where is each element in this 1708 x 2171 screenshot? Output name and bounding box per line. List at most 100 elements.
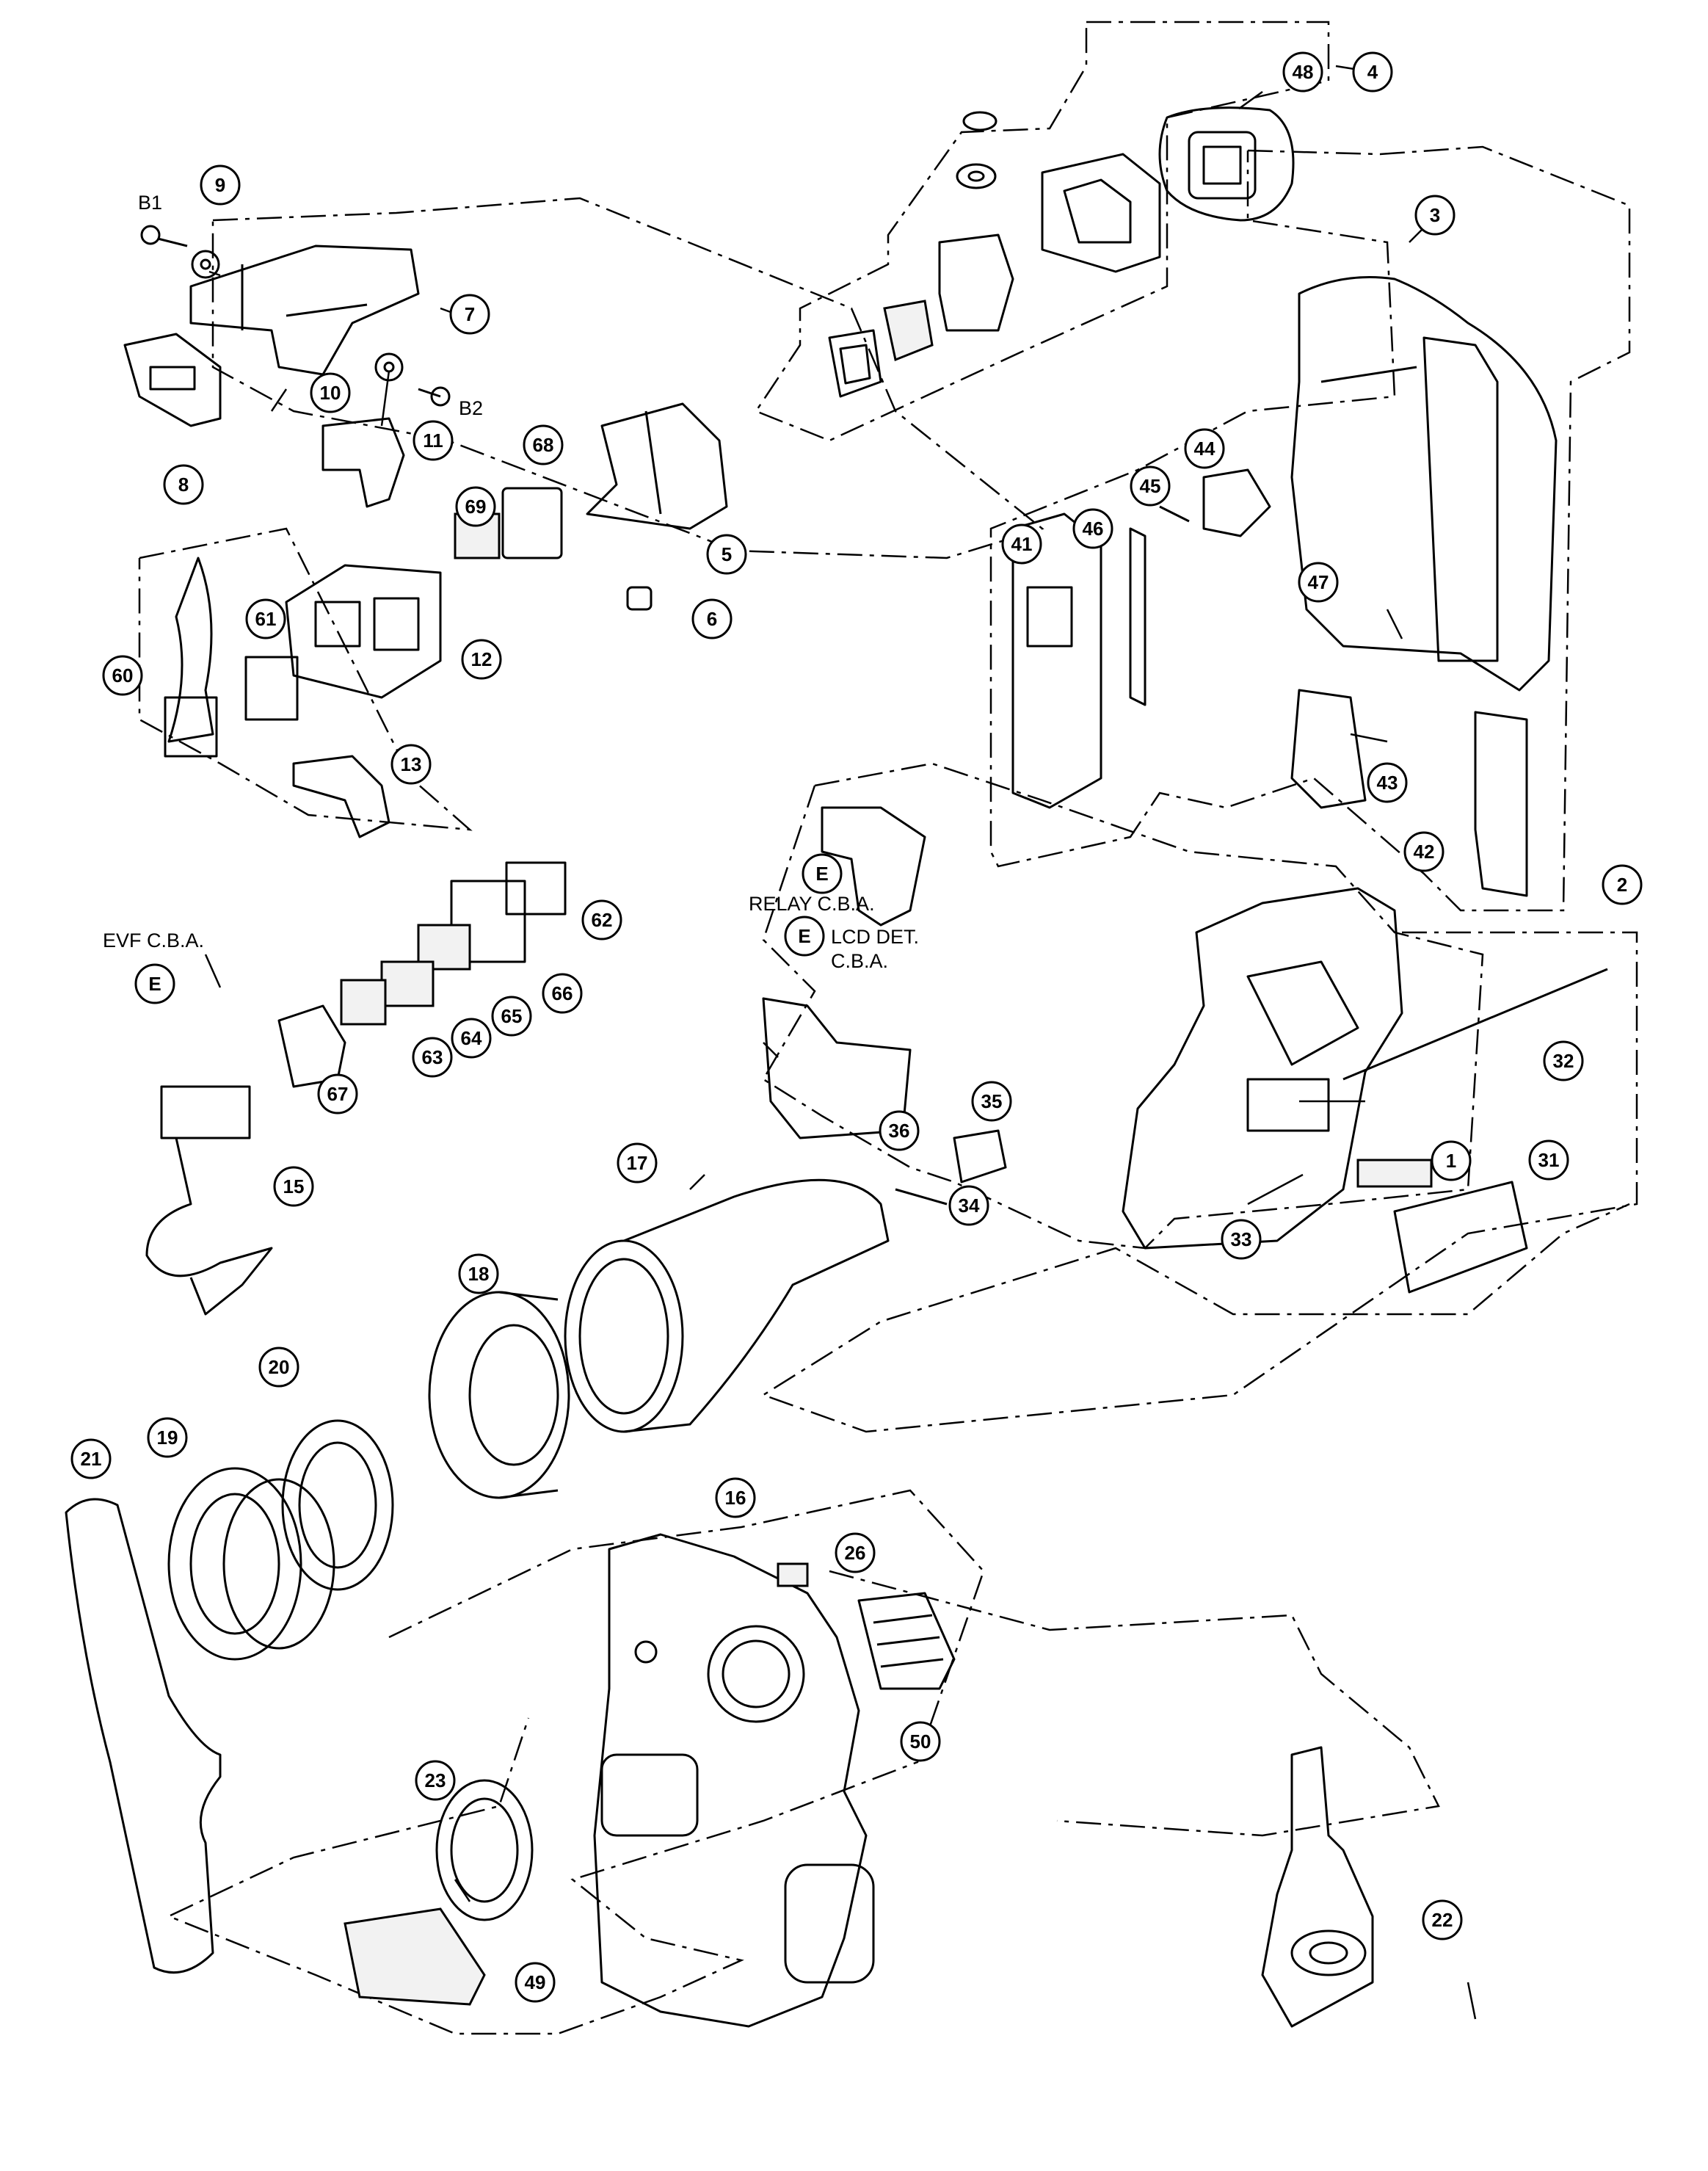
svg-text:48: 48 — [1293, 61, 1314, 83]
evf-spring-washer — [956, 111, 997, 189]
svg-text:23: 23 — [425, 1769, 446, 1791]
evf-board — [145, 1085, 273, 1316]
filter-stack — [277, 861, 567, 1088]
svg-text:36: 36 — [889, 1120, 910, 1142]
callout-43: 43 — [1367, 762, 1408, 803]
lens-cover-5 — [586, 402, 728, 530]
relay-cba-label: RELAY C.B.A. — [749, 893, 875, 915]
svg-text:18: 18 — [468, 1263, 490, 1285]
board-41 — [1011, 512, 1102, 809]
svg-text:6: 6 — [707, 608, 717, 630]
callout-8: 8 — [163, 464, 204, 505]
screw-b2-washer-10 — [374, 352, 451, 407]
callout-32: 32 — [1543, 1040, 1584, 1081]
svg-text:42: 42 — [1414, 841, 1435, 863]
screw-label-b1: B1 — [138, 192, 162, 214]
side-frame — [1122, 887, 1403, 1250]
callout-62: 62 — [581, 899, 622, 940]
callout-5: 5 — [706, 534, 747, 575]
lens-barrel-17 — [564, 1178, 890, 1433]
svg-text:3: 3 — [1430, 204, 1440, 226]
flex-46 — [1129, 527, 1146, 706]
speaker-grill-50 — [857, 1592, 956, 1690]
callout-44: 44 — [1184, 428, 1225, 469]
lens-19 — [167, 1467, 335, 1661]
svg-text:62: 62 — [592, 909, 613, 931]
svg-text:17: 17 — [627, 1152, 648, 1174]
callout-19: 19 — [147, 1417, 188, 1458]
lcd-det-label-line1: LCD DET. — [831, 926, 919, 948]
callout-12: 12 — [461, 639, 502, 680]
callout-21: 21 — [70, 1438, 112, 1479]
lens-ring-18 — [428, 1291, 570, 1499]
part-26 — [777, 1562, 809, 1587]
svg-text:16: 16 — [725, 1487, 746, 1509]
svg-text:13: 13 — [401, 753, 422, 775]
group-boundary-rear-frame — [989, 145, 1631, 912]
svg-text:50: 50 — [910, 1730, 931, 1753]
svg-text:32: 32 — [1553, 1050, 1574, 1072]
svg-text:34: 34 — [959, 1195, 980, 1217]
svg-text:44: 44 — [1194, 438, 1215, 460]
svg-text:64: 64 — [461, 1027, 482, 1049]
callout-9: 9 — [200, 164, 241, 206]
callout-50: 50 — [900, 1721, 941, 1762]
group-boundary-front — [166, 1489, 985, 2035]
callout-67: 67 — [317, 1073, 358, 1115]
svg-text:21: 21 — [81, 1448, 102, 1470]
svg-text:4: 4 — [1367, 61, 1378, 83]
group-boundary-chassis — [211, 197, 1044, 559]
callout-48: 48 — [1282, 51, 1323, 93]
evf-cba-label: EVF C.B.A. — [103, 929, 204, 952]
evf-lens-frame — [828, 329, 882, 398]
front-frame-16 — [593, 1533, 875, 2028]
grip-cover-21 — [65, 1498, 222, 1974]
button-44-spring-45 — [1159, 468, 1271, 537]
switch-35-34 — [895, 1129, 1007, 1206]
callout-64: 64 — [451, 1018, 492, 1059]
svg-text:8: 8 — [178, 474, 189, 496]
svg-text:45: 45 — [1140, 475, 1161, 497]
svg-text:60: 60 — [112, 664, 134, 686]
evf-eyecup — [1158, 106, 1295, 222]
callout-49: 49 — [515, 1962, 556, 2003]
svg-text:31: 31 — [1538, 1149, 1560, 1171]
svg-text:15: 15 — [283, 1175, 305, 1197]
svg-text:35: 35 — [981, 1090, 1003, 1112]
svg-text:5: 5 — [722, 543, 732, 565]
callout-6: 6 — [691, 598, 733, 639]
svg-text:19: 19 — [157, 1427, 178, 1449]
svg-text:67: 67 — [327, 1083, 349, 1105]
callout-11: 11 — [413, 420, 454, 461]
svg-text:65: 65 — [501, 1005, 523, 1027]
relay-board — [821, 806, 926, 927]
callout-7: 7 — [449, 294, 490, 335]
callout-23: 23 — [415, 1760, 456, 1801]
plate-1-31 — [1356, 1159, 1528, 1294]
callout-18: 18 — [458, 1253, 499, 1294]
callout-labels: 4 48 3 9 7 8 10 11 68 69 5 6 61 60 12 13… — [70, 51, 1643, 2003]
callout-61: 61 — [245, 598, 286, 639]
callout-42: 42 — [1403, 831, 1444, 872]
svg-text:22: 22 — [1432, 1909, 1453, 1931]
svg-text:68: 68 — [533, 434, 554, 456]
callout-15: 15 — [273, 1166, 314, 1207]
svg-text:E: E — [798, 925, 810, 947]
svg-text:61: 61 — [255, 608, 277, 630]
svg-text:E: E — [815, 863, 828, 885]
svg-text:9: 9 — [215, 174, 225, 196]
screw-label-b2: B2 — [459, 397, 483, 419]
svg-text:33: 33 — [1231, 1228, 1252, 1250]
bottom-board-22 — [1261, 1746, 1374, 2028]
evf-prism-glass — [883, 300, 934, 362]
screw-b1-washer-9 — [140, 225, 220, 279]
callout-65: 65 — [491, 996, 532, 1037]
board-43 — [1290, 689, 1367, 809]
svg-text:26: 26 — [845, 1542, 866, 1564]
callout-20: 20 — [258, 1347, 299, 1388]
callout-10: 10 — [310, 372, 351, 413]
callout-68: 68 — [523, 424, 564, 465]
ring-20 — [281, 1419, 394, 1591]
callout-1: 1 — [1431, 1140, 1472, 1181]
svg-text:69: 69 — [465, 496, 487, 518]
